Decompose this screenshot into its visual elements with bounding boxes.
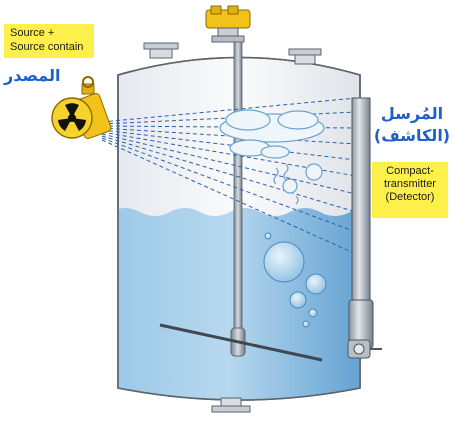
detector-label-line1: Compact-	[386, 165, 434, 177]
source-label-line2: Source contain	[10, 41, 84, 53]
detector-label-arabic-line2: (الكاشف)	[373, 126, 451, 145]
bubbles	[263, 232, 327, 328]
detector-label-line2: transmitter	[384, 178, 436, 190]
radiation-source-icon	[51, 76, 112, 139]
source-label-line1: Source +	[10, 27, 55, 39]
top-nozzle-left	[143, 42, 179, 59]
source-label-arabic: المصدر	[4, 66, 61, 85]
source-label-box: Source + Source contain	[4, 24, 94, 58]
detector-label-box: Compact- transmitter (Detector)	[372, 162, 448, 218]
detector-label-line3: (Detector)	[385, 191, 435, 203]
bottom-nozzle	[211, 397, 251, 413]
top-nozzle-right	[288, 48, 322, 65]
detector-rod	[347, 97, 382, 359]
detector-label-arabic-line1: المُرسل	[380, 104, 444, 123]
agitator	[159, 5, 323, 362]
foam-cloud	[219, 109, 325, 205]
